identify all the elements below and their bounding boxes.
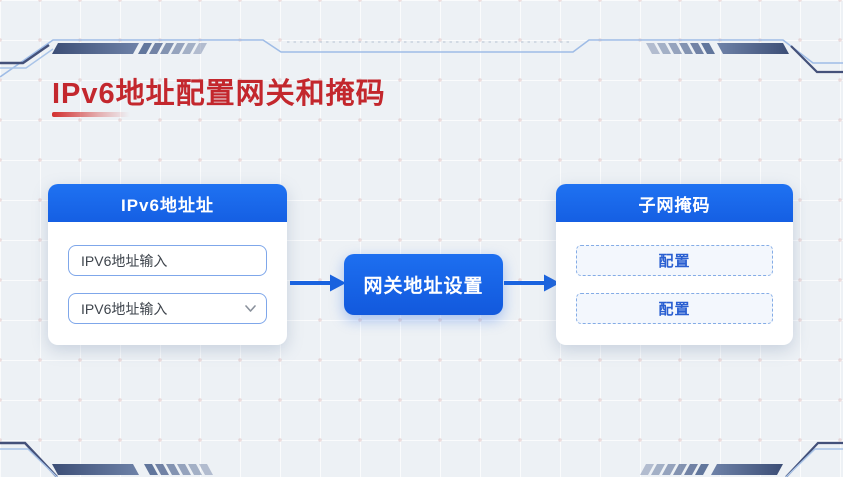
- chevron-down-icon[interactable]: [244, 302, 257, 315]
- ipv6-address-input-2[interactable]: [68, 293, 267, 324]
- ipv6-input-field-2: [68, 293, 267, 324]
- subnet-mask-card-header: 子网掩码: [556, 184, 793, 222]
- top-border-decoration: [0, 39, 843, 78]
- flow-arrow-right: [504, 274, 560, 292]
- ipv6-address-card: IPv6地址址: [48, 184, 287, 345]
- subnet-mask-card: 子网掩码 配置 配置: [556, 184, 793, 345]
- page-title: IPv6地址配置网关和掩码: [52, 78, 386, 110]
- ipv6-address-input-1[interactable]: [68, 245, 267, 276]
- configure-button-1[interactable]: 配置: [576, 245, 773, 276]
- title-underline: [52, 112, 130, 117]
- bottom-border-decoration: [0, 441, 843, 477]
- ipv6-address-card-header: IPv6地址址: [48, 184, 287, 222]
- flow-arrow-left: [290, 274, 346, 292]
- gateway-settings-button[interactable]: 网关地址设置: [344, 254, 503, 315]
- ipv6-input-field-1: [68, 245, 267, 276]
- configure-button-2[interactable]: 配置: [576, 293, 773, 324]
